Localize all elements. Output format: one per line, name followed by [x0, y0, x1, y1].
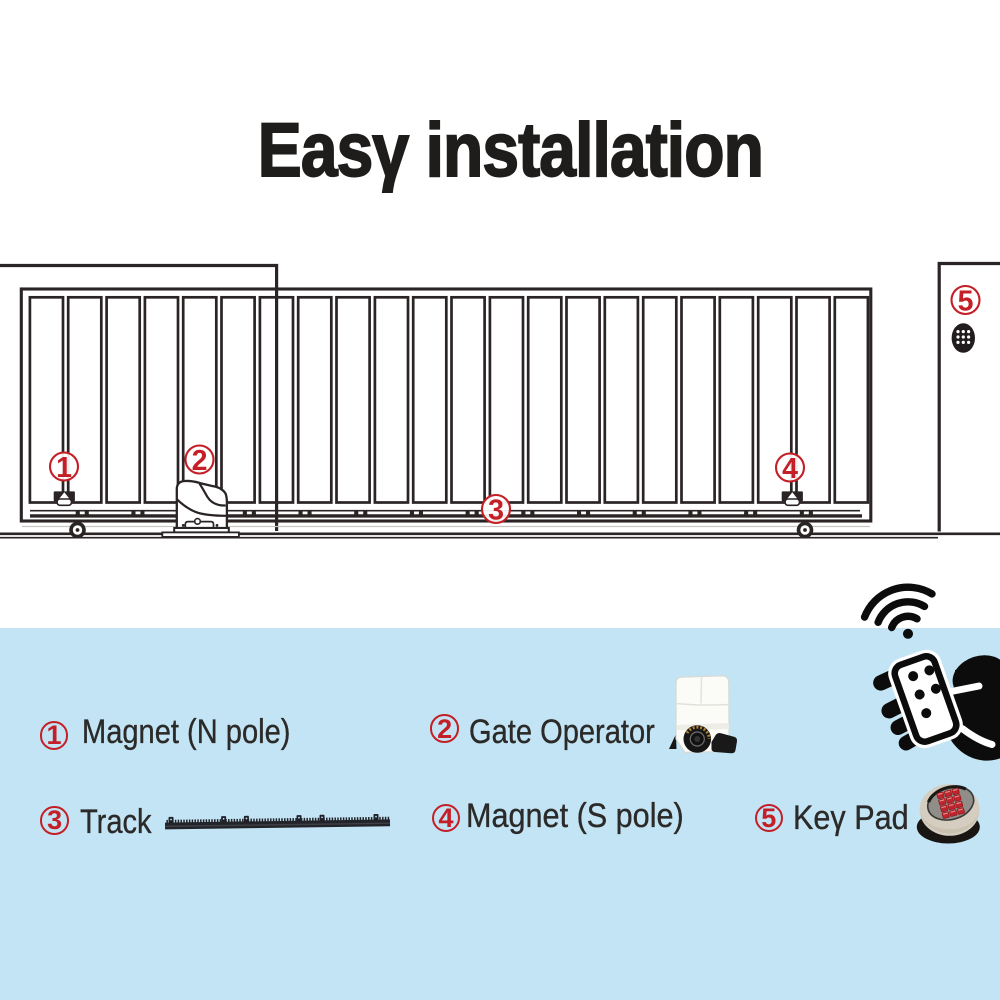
- svg-text:2: 2: [192, 445, 208, 477]
- svg-text:5: 5: [958, 285, 974, 317]
- svg-text:3: 3: [488, 494, 504, 526]
- svg-text:4: 4: [782, 453, 798, 485]
- svg-text:1: 1: [56, 452, 72, 484]
